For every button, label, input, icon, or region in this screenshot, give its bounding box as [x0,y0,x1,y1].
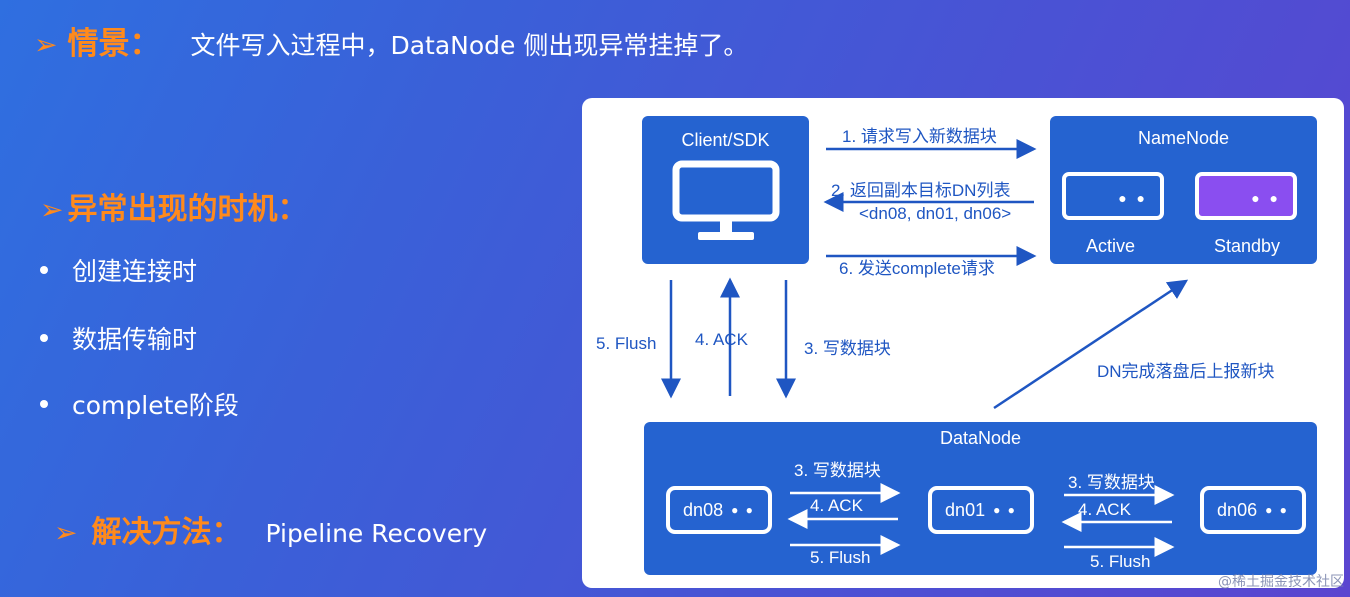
datanode-dn01: dn01 ● ● [928,486,1034,534]
timing-heading: ➢异常出现的时机： [40,184,307,228]
status-dots-icon: ● ● [1118,190,1148,206]
timing-heading-text: 异常出现的时机： [67,192,308,227]
complete-label: 6. 发送complete请求 [839,259,995,278]
block-report-arrow [993,279,1189,410]
monitor-icon [672,160,780,240]
solution-text: Pipeline Recovery [265,519,488,548]
solution-line: ➢ 解决方法： Pipeline Recovery [54,507,487,551]
datanode-dn08: dn08 ● ● [666,486,772,534]
pipeline-ack-label: 4. ACK [810,496,863,515]
bullet-text: complete阶段 [72,391,239,420]
return-label: 2. 返回副本目标DN列表 [831,181,1011,200]
scenario-line: ➢ 情景： 文件写入过程中，DataNode 侧出现异常挂掉了。 [34,18,748,63]
arrow-bullet-icon: ➢ [54,516,78,549]
bullet-item: 创建连接时 [40,252,197,288]
arrow-bullet-icon: ➢ [34,28,58,61]
ack-label: 4. ACK [695,330,748,349]
flush-label: 5. Flush [596,334,657,353]
standby-namenode-server-icon: ● ● [1195,172,1297,220]
namenode-node: NameNode ● ● ● ● Active Standby [1050,116,1317,264]
active-namenode-server-icon: ● ● [1062,172,1164,220]
bullet-dot-icon [40,334,48,342]
namenode-title: NameNode [1137,128,1230,148]
client-sdk-node: Client/SDK [642,116,809,264]
bullet-item: 数据传输时 [40,320,197,356]
dn-label: dn01 [945,499,986,520]
bullet-dot-icon [40,400,48,408]
request-label: 1. 请求写入新数据块 [842,127,997,146]
bullet-dot-icon [40,266,48,274]
block-report-label: DN完成落盘后上报新块 [1097,362,1275,381]
replica-list-label: <dn08, dn01, dn06> [859,204,1012,223]
pipeline-write-label: 3. 写数据块 [794,461,881,480]
standby-label: Standby [1214,236,1281,256]
dn-label: dn08 [683,499,724,520]
datanode-title: DataNode [939,428,1022,448]
bullet-item: complete阶段 [40,386,239,422]
pipeline-ack-label: 4. ACK [1078,500,1131,519]
active-label: Active [1086,236,1136,256]
client-title: Client/SDK [681,130,770,150]
bullet-text: 创建连接时 [72,257,198,286]
watermark: @稀土掘金技术社区 [1218,574,1344,590]
write-flow-diagram: Client/SDK NameNode ● ● ● ● Active Stand… [582,98,1344,588]
write-label: 3. 写数据块 [804,339,891,358]
status-dots-icon: ● ● [993,503,1017,517]
dn-label: dn06 [1217,499,1258,520]
arrow-bullet-icon: ➢ [40,193,64,226]
pipeline-write-label: 3. 写数据块 [1068,473,1155,492]
status-dots-icon: ● ● [1251,190,1281,206]
solution-heading: 解决方法： [91,515,242,550]
status-dots-icon: ● ● [731,503,755,517]
pipeline-flush-label: 5. Flush [810,548,871,567]
scenario-heading: 情景： [67,26,161,62]
status-dots-icon: ● ● [1265,503,1289,517]
scenario-text: 文件写入过程中，DataNode 侧出现异常挂掉了。 [190,31,749,60]
datanode-dn06: dn06 ● ● [1200,486,1306,534]
bullet-text: 数据传输时 [72,325,198,354]
datanode-group: DataNode dn08 ● ● dn01 ● ● dn06 ● ● 3. 写数据块… [644,422,1317,575]
pipeline-flush-label: 5. Flush [1090,552,1151,571]
